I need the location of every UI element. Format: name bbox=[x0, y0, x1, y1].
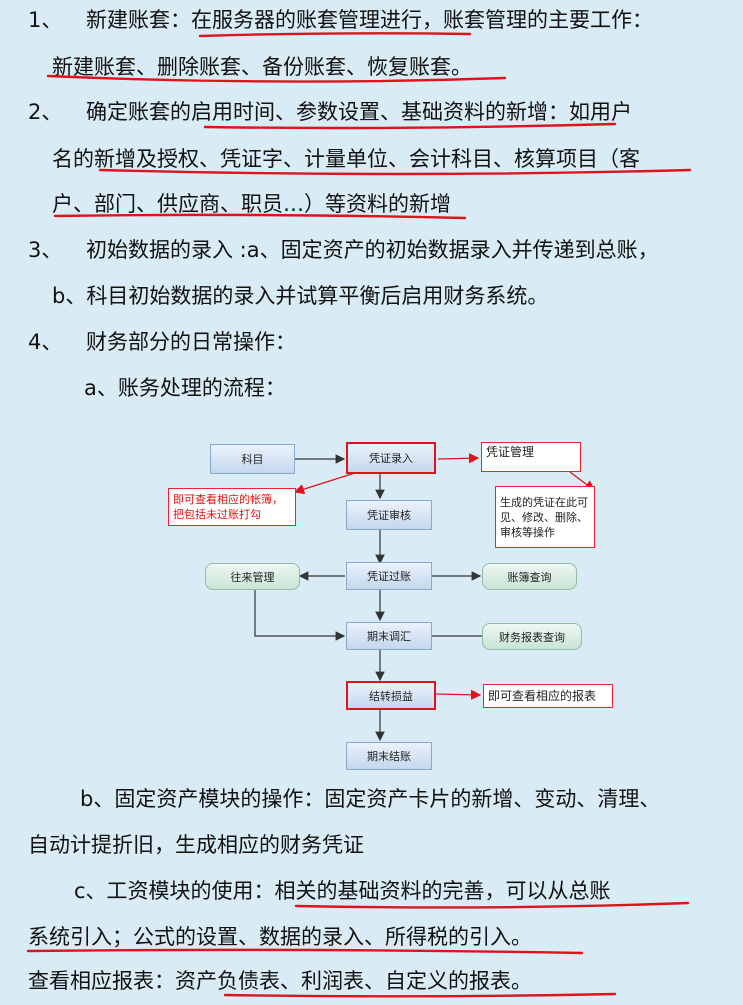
node-period-exchange: 期末调汇 bbox=[346, 622, 432, 650]
line-text: b、固定资产模块的操作：固定资产卡片的新增、变动、清理、 bbox=[80, 787, 661, 811]
line-text: 名的新增及授权、凭证字、计量单位、会计科目、核算项目（客 bbox=[52, 147, 640, 171]
line-text: b、科目初始数据的录入并试算平衡后启用财务系统。 bbox=[52, 284, 549, 308]
accounting-flowchart: 科目 凭证录入 凭证管理 即可查看相应的帐簿，把包括未过账打勾 凭证审核 生成的… bbox=[160, 428, 613, 778]
item-4c-line-2: 系统引入；公式的设置、数据的录入、所得税的引入。 bbox=[28, 923, 532, 951]
note-view-reports: 即可查看相应的报表 bbox=[483, 684, 613, 708]
line-text: 系统引入；公式的设置、数据的录入、所得税的引入。 bbox=[28, 925, 532, 949]
node-period-close: 期末结账 bbox=[346, 742, 432, 770]
node-report-query: 财务报表查询 bbox=[482, 623, 582, 650]
node-ledger-query: 账簿查询 bbox=[482, 563, 577, 590]
line-text: 确定账套的启用时间、参数设置、基础资料的新增：如用户 bbox=[86, 100, 632, 124]
flow-connectors bbox=[254, 453, 596, 742]
item-2-line-2: 名的新增及授权、凭证字、计量单位、会计科目、核算项目（客 bbox=[52, 145, 640, 173]
line-text: 查看相应报表：资产负债表、利润表、自定义的报表。 bbox=[28, 969, 532, 993]
line-text: 新建账套：在服务器的账套管理进行，账套管理的主要工作： bbox=[86, 8, 653, 32]
item-4b-line-1: b、固定资产模块的操作：固定资产卡片的新增、变动、清理、 bbox=[80, 785, 660, 813]
node-voucher-entry: 凭证录入 bbox=[346, 442, 436, 474]
note-voucher-operations: 生成的凭证在此可见、修改、删除、审核等操作 bbox=[495, 486, 595, 548]
node-kemu: 科目 bbox=[210, 444, 295, 474]
line-text: 户、部门、供应商、职员…）等资料的新增 bbox=[52, 192, 451, 216]
item-2-line-3: 户、部门、供应商、职员…）等资料的新增 bbox=[52, 190, 451, 218]
item-4c-line-1: c、工资模块的使用：相关的基础资料的完善，可以从总账 bbox=[74, 877, 611, 905]
line-text: 自动计提折旧，生成相应的财务凭证 bbox=[28, 833, 364, 857]
item-number: 1、 bbox=[28, 8, 63, 32]
node-voucher-posting: 凭证过账 bbox=[346, 562, 432, 590]
item-1-line-1: 1、新建账套：在服务器的账套管理进行，账套管理的主要工作： bbox=[28, 6, 653, 34]
line-text: 初始数据的录入 :a、固定资产的初始数据录入并传递到总账， bbox=[86, 238, 659, 262]
item-1-line-2: 新建账套、删除账套、备份账套、恢复账套。 bbox=[52, 53, 472, 81]
item-number: 2、 bbox=[28, 100, 63, 124]
note-voucher-management: 凭证管理 bbox=[481, 442, 581, 472]
node-receivables: 往来管理 bbox=[205, 563, 300, 590]
node-voucher-review: 凭证审核 bbox=[346, 500, 432, 530]
item-number: 3、 bbox=[28, 238, 63, 262]
node-carry-forward: 结转损益 bbox=[346, 681, 436, 710]
item-3-line-2: b、科目初始数据的录入并试算平衡后启用财务系统。 bbox=[52, 282, 548, 310]
line-text: 财务部分的日常操作： bbox=[86, 330, 296, 354]
item-3-line-1: 3、初始数据的录入 :a、固定资产的初始数据录入并传递到总账， bbox=[28, 236, 659, 264]
item-4-line-1: 4、财务部分的日常操作： bbox=[28, 328, 296, 356]
item-number: 4、 bbox=[28, 330, 63, 354]
item-4b-line-2: 自动计提折旧，生成相应的财务凭证 bbox=[28, 831, 364, 859]
line-text: a、账务处理的流程： bbox=[84, 376, 286, 400]
note-view-ledgers: 即可查看相应的帐簿，把包括未过账打勾 bbox=[168, 488, 296, 526]
line-text: c、工资模块的使用：相关的基础资料的完善，可以从总账 bbox=[74, 879, 611, 903]
item-2-line-1: 2、确定账套的启用时间、参数设置、基础资料的新增：如用户 bbox=[28, 98, 632, 126]
item-5-line: 查看相应报表：资产负债表、利润表、自定义的报表。 bbox=[28, 967, 532, 995]
item-4a-line: a、账务处理的流程： bbox=[84, 374, 286, 402]
line-text: 新建账套、删除账套、备份账套、恢复账套。 bbox=[52, 55, 472, 79]
